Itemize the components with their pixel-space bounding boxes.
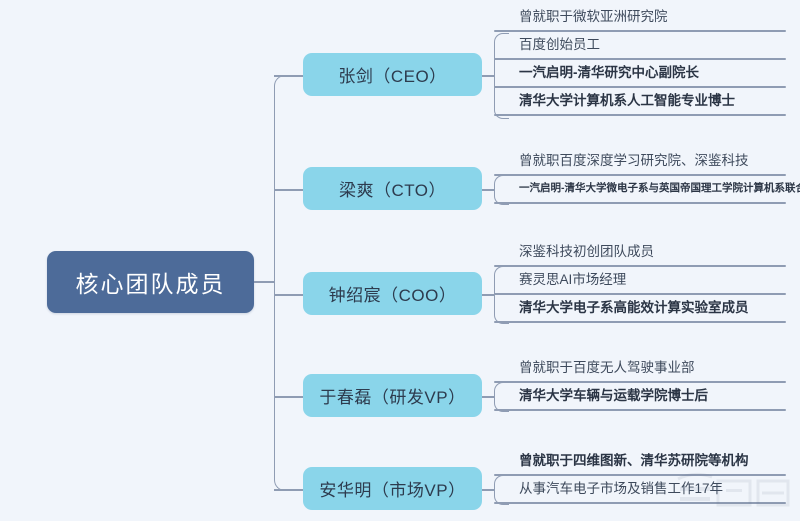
- leaf-underline: [494, 321, 786, 323]
- branch-connector-coo: [274, 294, 303, 296]
- leaf-item[interactable]: 清华大学电子系高能效计算实验室成员: [519, 300, 749, 315]
- trunk-bracket: [274, 75, 297, 491]
- root-connector-stub: [254, 281, 274, 283]
- leaf-underline: [494, 502, 786, 504]
- branch-connector-rd-vp: [274, 396, 303, 398]
- branch-node-rd-vp[interactable]: 于春磊（研发VP）: [303, 374, 482, 417]
- leaf-underline: [494, 114, 786, 116]
- branch-node-coo-label: 钟绍宸（COO）: [328, 286, 457, 305]
- leaf-connector-market-vp: [482, 489, 494, 491]
- branch-connector-cto: [274, 189, 303, 191]
- leaf-item[interactable]: 清华大学车辆与运载学院博士后: [519, 388, 708, 403]
- leaf-item[interactable]: 一汽启明-清华大学微电子系与英国帝国理工学院计算机系联合培养博士: [519, 182, 800, 194]
- leaf-connector-rd-vp: [482, 396, 494, 398]
- leaf-item[interactable]: 曾就职于百度无人驾驶事业部: [519, 360, 695, 375]
- branch-node-coo[interactable]: 钟绍宸（COO）: [303, 272, 482, 315]
- leaf-item[interactable]: 深鉴科技初创团队成员: [519, 244, 654, 259]
- leaf-underline: [494, 474, 786, 476]
- leaf-item[interactable]: 曾就职百度深度学习研究院、深鉴科技: [519, 153, 749, 168]
- leaf-underline: [494, 265, 786, 267]
- leaf-underline: [494, 293, 786, 295]
- leaf-underline: [494, 409, 786, 411]
- branch-node-cto-label: 梁爽（CTO）: [338, 181, 447, 200]
- branch-node-ceo-label: 张剑（CEO）: [338, 67, 447, 86]
- leaf-item[interactable]: 百度创始员工: [519, 37, 600, 52]
- leaf-underline: [494, 30, 786, 32]
- branch-node-market-vp-label: 安华明（市场VP）: [319, 481, 466, 500]
- leaf-connector-ceo: [482, 75, 494, 77]
- leaf-item[interactable]: 曾就职于四维图新、清华苏研院等机构: [519, 453, 749, 468]
- branch-node-market-vp[interactable]: 安华明（市场VP）: [303, 467, 482, 510]
- leaf-item[interactable]: 赛灵思AI市场经理: [519, 272, 627, 287]
- leaf-underline: [494, 174, 786, 176]
- branch-node-ceo[interactable]: 张剑（CEO）: [303, 53, 482, 96]
- leaf-bracket-ceo: [494, 33, 509, 119]
- leaf-item[interactable]: 清华大学计算机系人工智能专业博士: [519, 93, 735, 108]
- leaf-item[interactable]: 从事汽车电子市场及销售工作17年: [519, 481, 724, 496]
- leaf-item[interactable]: 一汽启明-清华研究中心副院长: [519, 65, 699, 80]
- branch-connector-ceo: [274, 75, 303, 77]
- root-node[interactable]: 核心团队成员: [47, 251, 254, 313]
- branch-node-cto[interactable]: 梁爽（CTO）: [303, 167, 482, 210]
- branch-connector-market-vp: [274, 489, 303, 491]
- leaf-underline: [494, 381, 786, 383]
- leaf-underline: [494, 58, 786, 60]
- branch-node-rd-vp-label: 于春磊（研发VP）: [319, 388, 466, 407]
- root-node-label: 核心团队成员: [75, 271, 226, 297]
- leaf-item[interactable]: 曾就职于微软亚洲研究院: [519, 9, 668, 24]
- leaf-underline: [494, 86, 786, 88]
- leaf-connector-cto: [482, 189, 494, 191]
- leaf-connector-coo: [482, 294, 494, 296]
- leaf-underline: [494, 202, 786, 204]
